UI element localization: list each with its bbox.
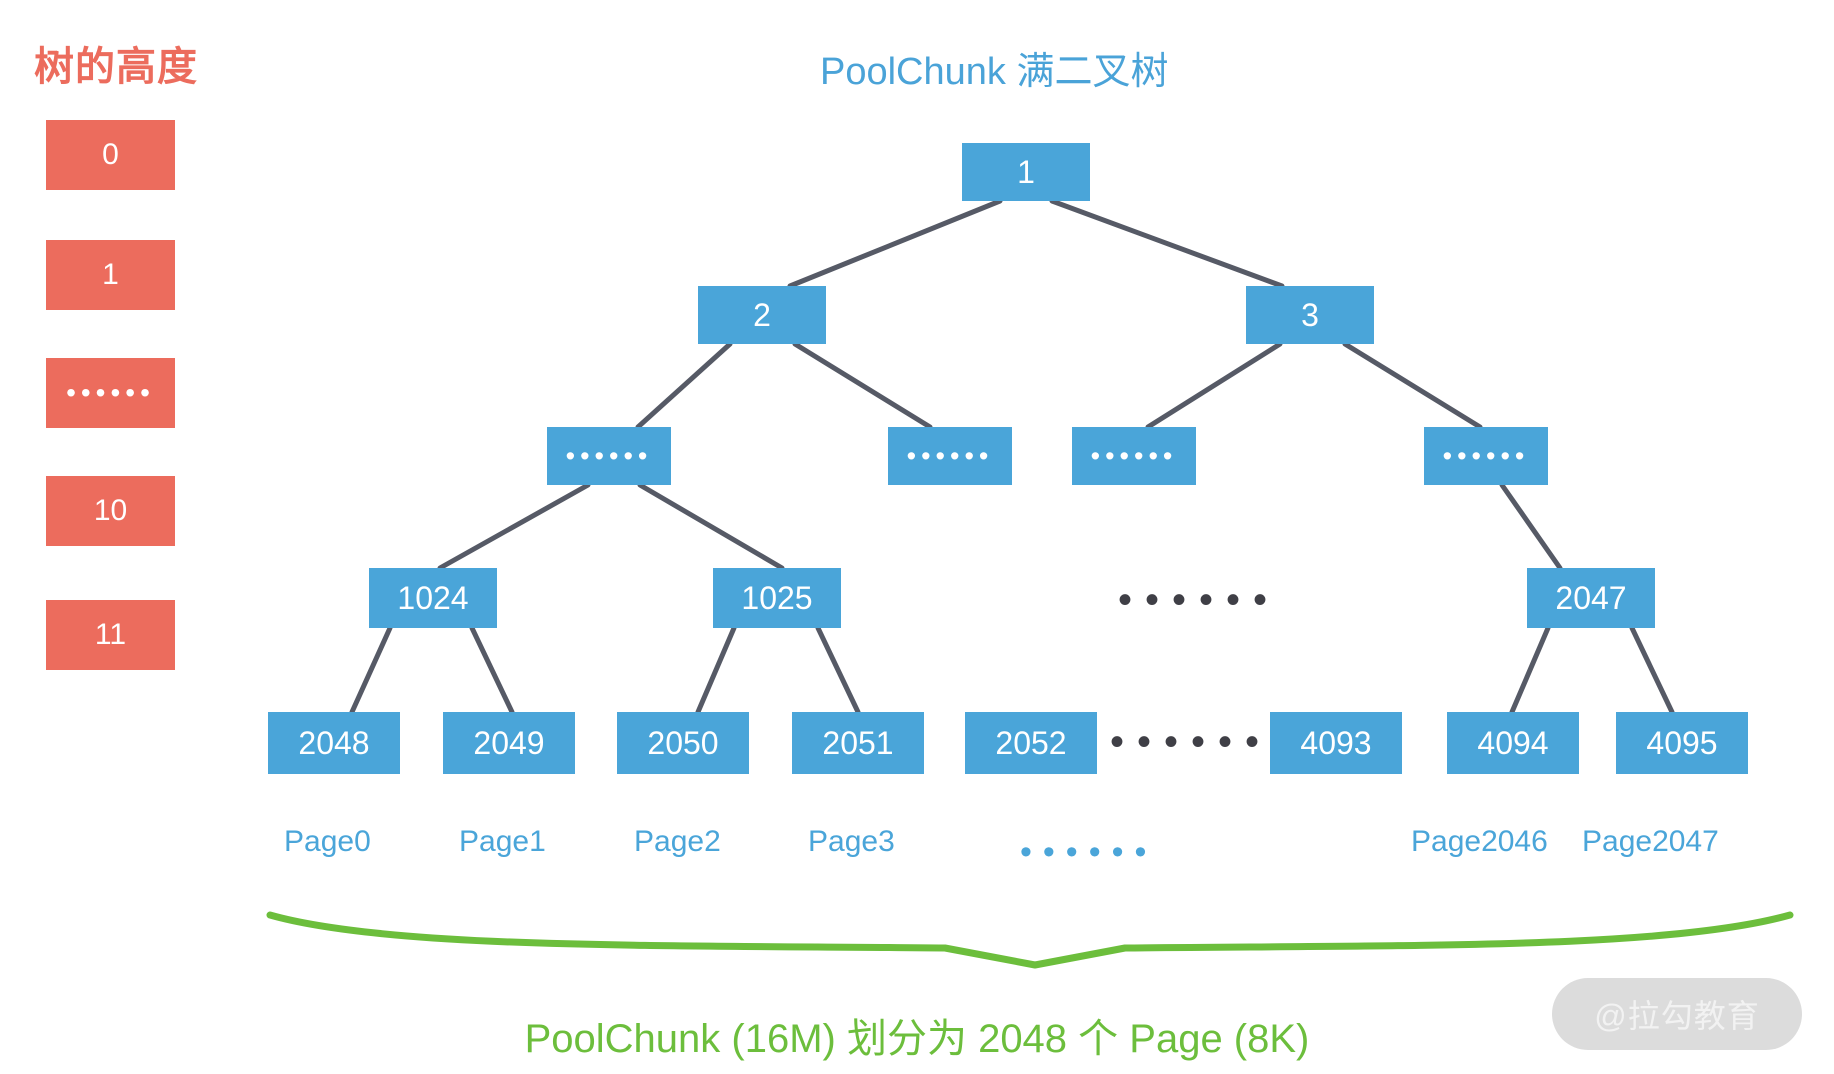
- tree-node-label: 2050: [647, 724, 719, 761]
- tree-edge-1024-2048: [349, 625, 393, 715]
- tree-node-label: 2: [753, 296, 771, 333]
- tree-node-level2-1[interactable]: ••••••: [888, 427, 1012, 485]
- tree-edge-1025-2051: [815, 625, 861, 715]
- tree-node-label: 2051: [822, 724, 894, 761]
- tree-node-level11-1[interactable]: 2049: [443, 712, 575, 774]
- green-brace: [266, 911, 1794, 969]
- tree-node-level11-3[interactable]: 2051: [792, 712, 924, 774]
- ellipsis-level10-gap: ••••••: [1118, 578, 1281, 622]
- tree-node-label: 4095: [1646, 724, 1718, 761]
- tree-height-badge-label: 11: [94, 618, 127, 651]
- tree-node-level11-4[interactable]: 2052: [965, 712, 1097, 774]
- tree-edge-3-d2: [1145, 341, 1283, 430]
- tree-node-level10-0[interactable]: 1024: [369, 568, 497, 628]
- watermark: @拉勾教育: [1552, 978, 1802, 1050]
- tree-node-level11-5[interactable]: 4093: [1270, 712, 1402, 774]
- page-label-4: Page2046: [1411, 825, 1548, 858]
- tree-height-badge-label: 10: [93, 494, 128, 527]
- tree-edge-2-d1: [792, 341, 933, 430]
- page-label-3: Page3: [808, 825, 895, 858]
- tree-edge-1024-2049: [469, 625, 515, 715]
- tree-node-label: ••••••: [565, 440, 653, 471]
- tree-height-badge-2: ••••••: [46, 358, 175, 428]
- tree-node-label: 1: [1017, 153, 1035, 190]
- tree-edge-1-2: [787, 198, 1003, 289]
- tree-node-level2-0[interactable]: ••••••: [547, 427, 671, 485]
- tree-node-level2-2[interactable]: ••••••: [1072, 427, 1196, 485]
- page-title: PoolChunk 满二叉树: [820, 51, 1169, 93]
- tree-node-label: 1024: [397, 579, 469, 616]
- tree-edge-1025-2050: [695, 625, 737, 715]
- left-column-title: 树的高度: [34, 45, 198, 89]
- tree-node-label: 3: [1301, 296, 1319, 333]
- tree-height-badge-1: 1: [46, 240, 175, 310]
- ellipsis-level11-gap: ••••••: [1110, 720, 1273, 764]
- tree-height-badge-label: 1: [102, 258, 119, 291]
- tree-height-badge-0: 0: [46, 120, 175, 190]
- tree-node-label: 4093: [1300, 724, 1372, 761]
- tree-height-badge-label: ••••••: [66, 377, 155, 408]
- tree-edge-1-3: [1049, 198, 1285, 289]
- page-label-0: Page0: [284, 825, 371, 858]
- tree-height-badge-3: 10: [46, 476, 175, 546]
- tree-node-label: 2048: [298, 724, 370, 761]
- ellipsis-pages-gap: ••••••: [1020, 833, 1158, 871]
- tree-node-level1-1[interactable]: 3: [1246, 286, 1374, 344]
- tree-node-label: 2052: [995, 724, 1067, 761]
- tree-edge-d3-2047: [1499, 482, 1563, 571]
- tree-node-label: 2047: [1555, 579, 1627, 616]
- tree-node-label: ••••••: [1442, 440, 1530, 471]
- tree-node-level10-1[interactable]: 1025: [713, 568, 841, 628]
- tree-height-badge-4: 11: [46, 600, 175, 670]
- tree-node-label: 4094: [1477, 724, 1549, 761]
- page-label-1: Page1: [459, 825, 546, 858]
- tree-node-level11-6[interactable]: 4094: [1447, 712, 1579, 774]
- tree-node-level1-0[interactable]: 2: [698, 286, 826, 344]
- tree-height-badge-label: 0: [102, 138, 119, 171]
- tree-node-label: ••••••: [906, 440, 994, 471]
- tree-edge-2047-4095: [1629, 625, 1675, 715]
- tree-edge-3-d3: [1342, 341, 1483, 430]
- bottom-caption: PoolChunk (16M) 划分为 2048 个 Page (8K): [524, 1017, 1310, 1061]
- tree-node-label: 1025: [741, 579, 813, 616]
- page-label-2: Page2: [634, 825, 721, 858]
- tree-edge-d0-1024: [437, 482, 591, 571]
- tree-edge-2047-4094: [1509, 625, 1551, 715]
- tree-node-label: ••••••: [1090, 440, 1178, 471]
- tree-node-level0-0[interactable]: 1: [962, 143, 1090, 201]
- page-label-5: Page2047: [1582, 825, 1719, 858]
- tree-node-level11-7[interactable]: 4095: [1616, 712, 1748, 774]
- tree-node-level11-0[interactable]: 2048: [268, 712, 400, 774]
- tree-node-level11-2[interactable]: 2050: [617, 712, 749, 774]
- tree-node-level2-3[interactable]: ••••••: [1424, 427, 1548, 485]
- tree-node-label: 2049: [473, 724, 545, 761]
- tree-edge-d0-1025: [637, 482, 785, 571]
- tree-node-level10-2[interactable]: 2047: [1527, 568, 1655, 628]
- tree-edge-2-d0: [635, 341, 733, 430]
